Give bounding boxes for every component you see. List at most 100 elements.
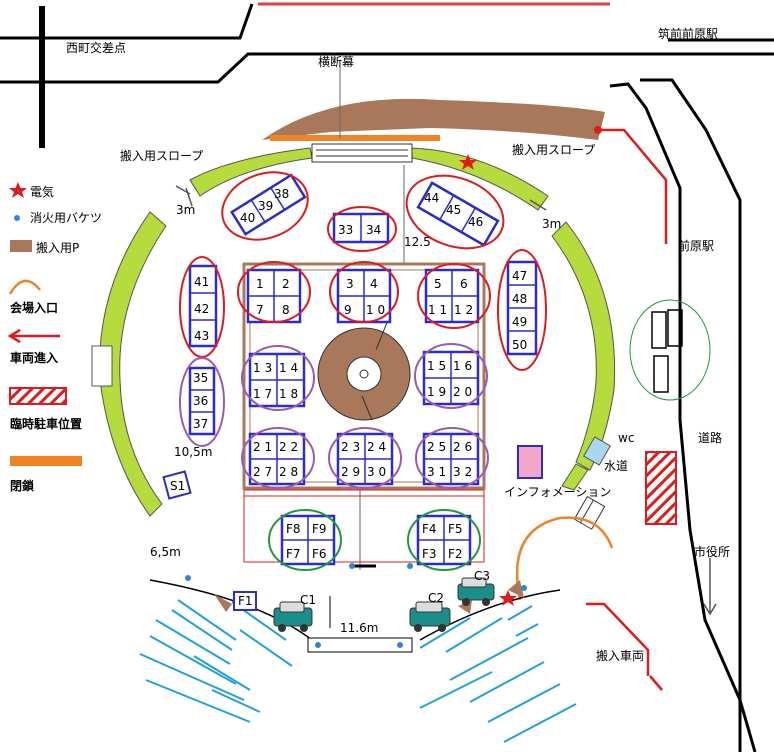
booth-f2: F2: [448, 547, 463, 561]
booth-32: 3 2: [453, 465, 472, 479]
booth-34: 34: [366, 223, 381, 237]
booth-16: 1 6: [453, 359, 472, 373]
legend-entrance-icon: [8, 279, 41, 295]
label-6-5m: 6,5m: [150, 545, 181, 559]
lower-area: [243, 489, 485, 563]
booth-3: 3: [346, 277, 354, 291]
label-nishimachi: 西町交差点: [66, 40, 126, 55]
booth-20: 2 0: [453, 385, 472, 399]
label-s1: S1: [170, 479, 185, 493]
booth-5: 5: [434, 277, 442, 291]
label-chikuzen: 筑前前原駅: [658, 26, 718, 41]
info-booth: [517, 445, 543, 479]
booth-29: 2 9: [341, 465, 360, 479]
booth-36: 36: [193, 394, 208, 408]
entrance-arc: [515, 516, 614, 601]
legend-bucket: 消火用バケツ: [30, 211, 102, 225]
booth-14: 1 4: [279, 361, 298, 375]
booth-f4: F4: [422, 522, 437, 536]
map-labels: 西町交差点 筑前前原駅 横断幕 搬入用スロープ 搬入用スロープ 3m 3m 12…: [10, 26, 730, 663]
legend-electric: 電気: [30, 184, 54, 199]
label-3m-right: 3m: [542, 217, 561, 231]
side-structure: [573, 495, 606, 530]
slopes: [99, 147, 616, 517]
booth-23: 2 3: [341, 440, 360, 454]
booth-15: 1 5: [427, 359, 446, 373]
label-maebaru: 前原駅: [678, 238, 714, 253]
booth-2: 2: [282, 277, 290, 291]
booth-f5: F5: [448, 522, 463, 536]
gray-arrows: [175, 185, 717, 616]
car-c2: [409, 601, 451, 632]
right-gate: [583, 436, 611, 466]
label-slope-right: 搬入用スロープ: [512, 142, 595, 157]
label-f1: F1: [238, 594, 253, 608]
label-info: インフォメーション: [504, 485, 611, 499]
legend-bucket-icon: [14, 215, 20, 221]
booth-7: 7: [256, 303, 264, 317]
booth-47: 47: [512, 269, 527, 283]
car-c1: [273, 601, 313, 632]
booth-19: 1 9: [427, 385, 446, 399]
booth-49: 49: [512, 315, 527, 329]
label-wc: wc: [618, 431, 634, 445]
left-gate: [91, 345, 113, 387]
booth-33: 33: [338, 223, 353, 237]
legend-parking: 搬入用P: [36, 240, 79, 255]
booth-42: 42: [194, 302, 209, 316]
label-c2: C2: [428, 591, 444, 605]
arrows: [586, 128, 668, 691]
parking-stripes: [139, 599, 577, 743]
booth-38: 38: [274, 187, 289, 201]
parking-small-left: [214, 594, 232, 612]
label-shiyakusho: 市役所: [694, 544, 730, 559]
booth-26: 2 6: [453, 440, 472, 454]
legend-star-icon: [9, 182, 27, 198]
booth-labels: 1 2 3 4 5 6 7 8 9 1 0 1 1 1 2 1 3 1 4 1 …: [193, 187, 527, 561]
legend-entrance: 会場入口: [10, 300, 58, 315]
booth-18: 1 8: [279, 387, 298, 401]
booth-35: 35: [193, 371, 208, 385]
booth-f9: F9: [312, 522, 327, 536]
booth-f6: F6: [312, 547, 327, 561]
booth-13: 1 3: [253, 361, 272, 375]
booth-11: 1 1: [428, 303, 447, 317]
label-12-5: 12.5: [404, 235, 431, 249]
booth-12: 1 2: [454, 303, 473, 317]
booth-25: 2 5: [427, 440, 446, 454]
legend-temp-parking-icon: [9, 387, 67, 405]
booth-22: 2 2: [279, 440, 298, 454]
booth-f8: F8: [286, 522, 301, 536]
legend-closed: 閉鎖: [10, 478, 35, 493]
booth-30: 3 0: [367, 465, 386, 479]
booth-39: 39: [258, 199, 273, 213]
legend-vehicle: 車両進入: [10, 350, 58, 365]
label-banner: 横断幕: [318, 54, 354, 69]
temp-parking-right: [645, 451, 677, 525]
booth-4: 4: [370, 277, 378, 291]
label-hannyu-sharyo: 搬入車両: [596, 648, 644, 663]
parking-area: [262, 98, 605, 140]
booth-1: 1: [256, 277, 264, 291]
booth-10: 1 0: [366, 303, 385, 317]
label-slope-left: 搬入用スロープ: [120, 148, 203, 163]
label-road: 道路: [698, 430, 722, 445]
car-c3: [457, 577, 495, 606]
booth-48: 48: [512, 292, 527, 306]
legend: [7, 182, 82, 466]
label-c3: C3: [474, 569, 490, 583]
bucket-icons: [185, 563, 527, 648]
booth-41: 41: [194, 275, 209, 289]
label-c1: C1: [300, 593, 316, 607]
booth-9: 9: [344, 303, 352, 317]
booth-17: 1 7: [253, 387, 272, 401]
connector-lines: [339, 62, 405, 570]
booth-dividers-38-40: [250, 187, 286, 223]
booth-rings: [179, 171, 711, 571]
booth-50: 50: [512, 338, 527, 352]
booth-21: 2 1: [253, 440, 272, 454]
booth-dividers-44-46: [439, 195, 477, 233]
label-3m-left: 3m: [176, 203, 195, 217]
booth-44: 44: [424, 191, 439, 205]
wc-structure: [651, 309, 683, 393]
